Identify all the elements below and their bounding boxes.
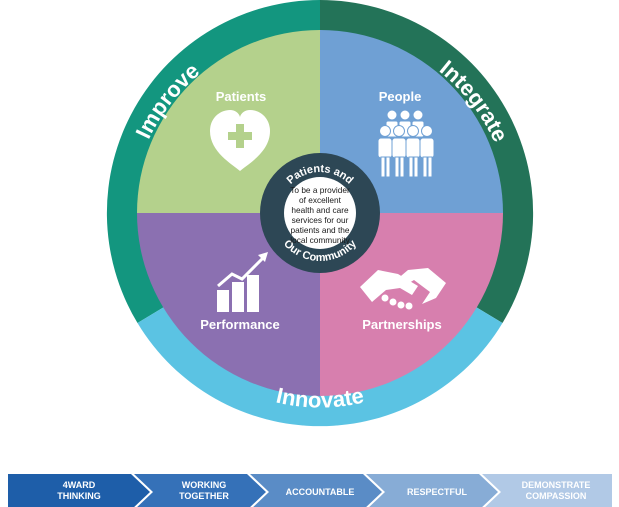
innovate-label: Innovate [274,383,366,413]
hub-mission-statement: To be a provider of excellent health and… [290,185,350,245]
hub-line: To be a provider [290,185,350,195]
hub-line: health and care [291,205,349,215]
hub-line: services for our [292,215,349,225]
value-chevron-demonstrate-compassion [482,474,612,507]
value-label: 4WARD [63,480,96,490]
heart-with-cross-icon [210,110,270,171]
value-label: ACCOUNTABLE [286,487,355,497]
hub-line: patients and the [290,225,349,235]
value-label: WORKING [182,480,227,490]
value-chevron-4ward-thinking [8,474,150,507]
value-label: RESPECTFUL [407,487,468,497]
value-label: DEMONSTRATE [522,480,591,490]
group-of-people-icon [377,109,435,178]
hub-line: of excellent [299,195,342,205]
people-label: People [379,89,422,104]
value-chevron-working-together [134,474,266,507]
values-chevron-bar: 4WARD THINKING WORKING TOGETHER ACCOUNTA… [8,474,612,507]
hub-line: local community [290,235,350,245]
value-chevron-accountable [250,474,382,507]
partnerships-label: Partnerships [362,317,441,332]
rising-bar-chart-icon [217,252,268,312]
hub-center [284,177,356,249]
performance-label: Performance [200,317,279,332]
value-chevron-respectful [366,474,498,507]
value-label: THINKING [57,491,101,501]
handshake-icon [360,268,446,310]
value-label: TOGETHER [179,491,229,501]
patients-label: Patients [216,89,267,104]
value-label: COMPASSION [526,491,587,501]
